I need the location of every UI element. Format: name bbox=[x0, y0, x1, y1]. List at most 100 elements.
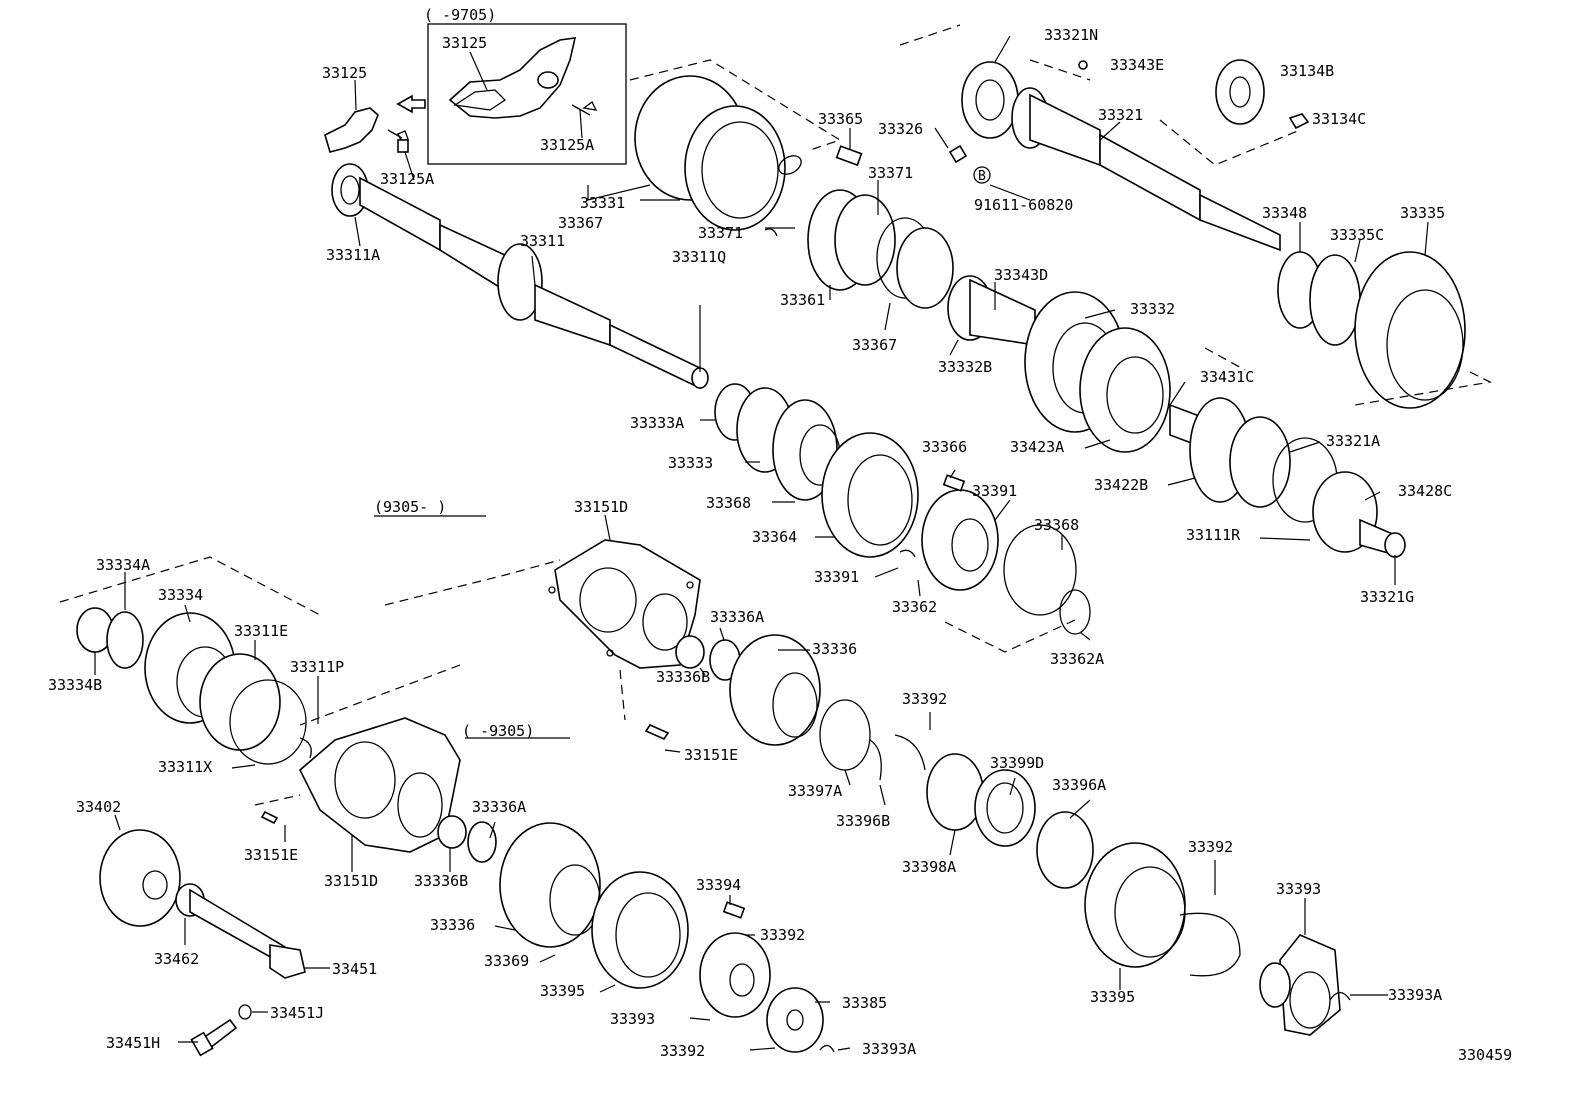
part-label: 33371 bbox=[698, 224, 743, 242]
part-label: 33367 bbox=[852, 336, 897, 354]
part-label: 33431C bbox=[1200, 368, 1254, 386]
synchro-group-middle bbox=[700, 383, 1091, 653]
part-label: 33336A bbox=[472, 798, 526, 816]
part-label: 33332B bbox=[938, 358, 992, 376]
part-label: 33334A bbox=[96, 556, 150, 574]
part-label: 33321 bbox=[1098, 106, 1143, 124]
part-label: 33336A bbox=[710, 608, 764, 626]
part-label: 33134B bbox=[1280, 62, 1334, 80]
part-label: 33397A bbox=[788, 782, 842, 800]
part-label: 33451 bbox=[332, 960, 377, 978]
gear-33335 bbox=[1204, 221, 1492, 409]
variant-label-9705: ( -9705) bbox=[424, 6, 496, 24]
part-label: 33368 bbox=[706, 494, 751, 512]
part-label: 33333 bbox=[668, 454, 713, 472]
part-label: 33336B bbox=[414, 872, 468, 890]
part-label: 33332 bbox=[1130, 300, 1175, 318]
part-label: 33396A bbox=[1052, 776, 1106, 794]
gear-33334-group bbox=[59, 556, 461, 769]
part-label: 33151E bbox=[684, 746, 738, 764]
part-label: 33451H bbox=[106, 1034, 160, 1052]
part-label: 33362 bbox=[892, 598, 937, 616]
part-label: 33395 bbox=[540, 982, 585, 1000]
inset-box bbox=[427, 23, 627, 165]
part-label: 33392 bbox=[1188, 838, 1233, 856]
part-label: 33399D bbox=[990, 754, 1044, 772]
part-label: 33321A bbox=[1326, 432, 1380, 450]
part-label: 33343D bbox=[994, 266, 1048, 284]
part-label: 33394 bbox=[696, 876, 741, 894]
part-label: 33151D bbox=[574, 498, 628, 516]
part-label: 33125A bbox=[540, 136, 594, 154]
part-label: 33402 bbox=[76, 798, 121, 816]
part-label: 33335 bbox=[1400, 204, 1445, 222]
part-label: 33335C bbox=[1330, 226, 1384, 244]
gear-33336-lower bbox=[437, 815, 851, 1053]
part-label: 33311 bbox=[520, 232, 565, 250]
part-label: 33333A bbox=[630, 414, 684, 432]
part-label: 33331 bbox=[580, 194, 625, 212]
part-label: 33423A bbox=[1010, 438, 1064, 456]
part-label: 33311A bbox=[326, 246, 380, 264]
part-label: 33392 bbox=[660, 1042, 705, 1060]
part-label: 33367 bbox=[558, 214, 603, 232]
part-label: 33366 bbox=[922, 438, 967, 456]
circle-b-label: B bbox=[978, 169, 986, 184]
figure-number: 330459 bbox=[1458, 1046, 1512, 1064]
part-label: 33391 bbox=[814, 568, 859, 586]
part-label: 33462 bbox=[154, 950, 199, 968]
part-label: 33395 bbox=[1090, 988, 1135, 1006]
fork-33125 bbox=[324, 79, 426, 181]
part-label: 33393A bbox=[862, 1040, 916, 1058]
part-label: 33385 bbox=[842, 994, 887, 1012]
part-label: 33125 bbox=[442, 34, 487, 52]
part-label: 33348 bbox=[1262, 204, 1307, 222]
part-label: 33334B bbox=[48, 676, 102, 694]
variant-label-9305-to: ( -9305) bbox=[462, 722, 534, 740]
callout-labels: ( -9705) 33125 33125A 33125 33125A 33311… bbox=[48, 6, 1512, 1064]
part-label: 33311E bbox=[234, 622, 288, 640]
part-label: 33361 bbox=[780, 291, 825, 309]
input-shaft-33311 bbox=[331, 163, 709, 390]
part-label: 33311X bbox=[158, 758, 212, 776]
gear-33332 bbox=[947, 275, 1406, 585]
part-label: 33393 bbox=[610, 1010, 655, 1028]
part-label: 33326 bbox=[878, 120, 923, 138]
part-label: 33428C bbox=[1398, 482, 1452, 500]
part-label: 33151E bbox=[244, 846, 298, 864]
part-label: 91611-60820 bbox=[974, 196, 1073, 214]
part-label: 33392 bbox=[760, 926, 805, 944]
counter-shaft-33321 bbox=[899, 24, 1310, 252]
part-label: 33393A bbox=[1388, 986, 1442, 1004]
part-label: 33134C bbox=[1312, 110, 1366, 128]
part-label: 33368 bbox=[1034, 516, 1079, 534]
part-label: 33451J bbox=[270, 1004, 324, 1022]
part-label: 33422B bbox=[1094, 476, 1148, 494]
gear-33336-upper bbox=[644, 627, 1094, 889]
part-label: 33398A bbox=[902, 858, 956, 876]
part-label: 33369 bbox=[484, 952, 529, 970]
idler-gear-33402 bbox=[99, 814, 330, 1057]
plate-33151D-upper bbox=[384, 514, 701, 721]
variant-label-9305-from: (9305- ) bbox=[374, 498, 446, 516]
part-label: 33151D bbox=[324, 872, 378, 890]
part-label: 33311Q bbox=[672, 248, 726, 266]
part-label: 33365 bbox=[818, 110, 863, 128]
part-label: 33391 bbox=[972, 482, 1017, 500]
plate-33151D-lower bbox=[254, 717, 570, 872]
part-label: 33125A bbox=[380, 170, 434, 188]
sleeve-33395 bbox=[1084, 842, 1388, 1036]
part-label: 33111R bbox=[1186, 526, 1241, 544]
synchro-group-upper bbox=[587, 59, 954, 331]
part-label: 33321G bbox=[1360, 588, 1414, 606]
part-label: 33343E bbox=[1110, 56, 1164, 74]
part-label: 33125 bbox=[322, 64, 367, 82]
part-label: 33362A bbox=[1050, 650, 1104, 668]
part-label: 33393 bbox=[1276, 880, 1321, 898]
part-label: 33396B bbox=[836, 812, 890, 830]
part-label: 33311P bbox=[290, 658, 344, 676]
part-label: 33321N bbox=[1044, 26, 1098, 44]
part-label: 33336B bbox=[656, 668, 710, 686]
